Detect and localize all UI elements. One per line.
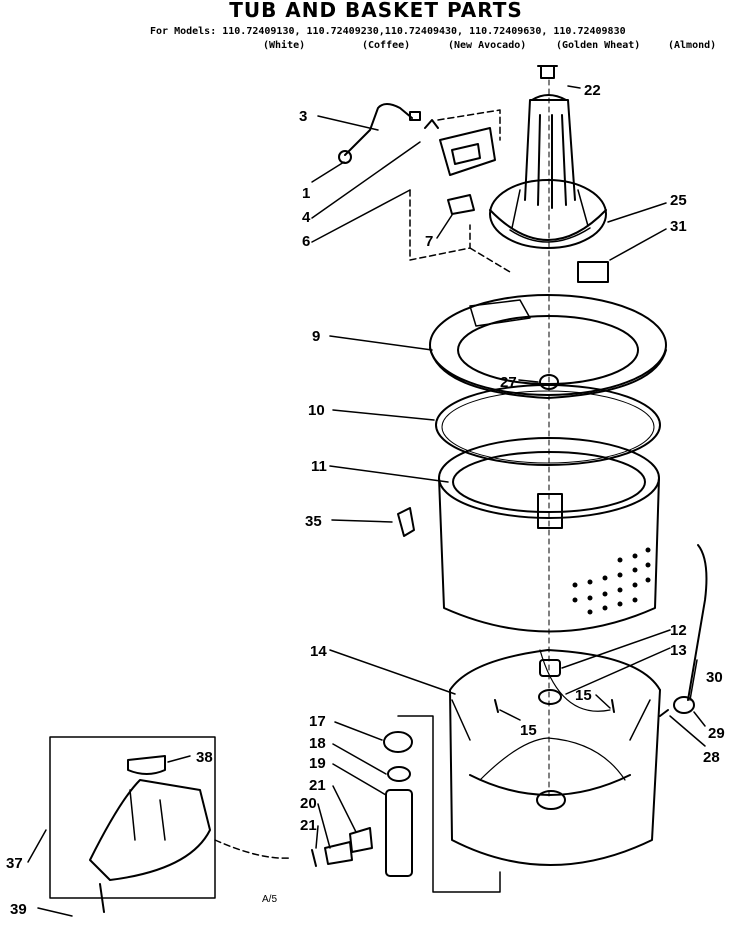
label-21-top: 21 [309,777,326,794]
tub-ring-drawing [429,294,667,399]
part-29-drawing [673,696,695,714]
label-4: 4 [302,209,311,226]
label-38: 38 [196,749,213,766]
basket-drawing [438,437,660,633]
label-9: 9 [312,328,320,345]
color-coffee: (Coffee) [362,40,411,51]
part-13-drawing [538,689,562,705]
label-37: 37 [6,855,23,872]
label-10: 10 [308,402,325,419]
part-labels: 22 3 1 4 6 7 25 31 9 27 10 11 35 12 13 1… [6,82,725,918]
label-15-right: 15 [575,687,592,704]
switch-bracket-drawing [409,109,511,273]
label-39: 39 [10,901,27,918]
label-27: 27 [500,374,517,391]
label-20: 20 [300,795,317,812]
color-new-avocado: (New Avocado) [448,40,527,51]
label-13: 13 [670,642,687,659]
hose-30-drawing [687,544,708,701]
label-17: 17 [309,713,326,730]
color-white: (White) [263,40,306,51]
label-29: 29 [708,725,725,742]
clip-35-drawing [397,507,415,537]
diagram-title-block: TUB AND BASKET PARTS [0,0,752,20]
hose-and-clip-drawing [338,103,439,164]
label-14: 14 [310,643,327,660]
label-35: 35 [305,513,322,530]
label-31: 31 [670,218,687,235]
label-25: 25 [670,192,687,209]
label-18: 18 [309,735,326,752]
part-31-drawing [577,261,609,283]
outer-tub-drawing [449,649,661,866]
agitator-drawing [489,94,607,249]
color-golden-wheat: (Golden Wheat) [556,40,641,51]
part-28-drawing [659,709,669,717]
pump-drawing [49,736,291,913]
label-15-left: 15 [520,722,537,739]
label-19: 19 [309,755,326,772]
diagram-title: TUB AND BASKET PARTS [229,0,523,22]
agitator-cap-drawing [537,65,558,79]
screws-15-drawing [494,699,615,713]
leader-lines [27,85,706,917]
color-legend: (White) (Coffee) (New Avocado) (Golden W… [0,40,752,54]
gasket-drawing [435,384,661,466]
label-6: 6 [302,233,310,250]
label-30: 30 [706,669,723,686]
models-line: For Models: 110.72409130, 110.72409230,1… [150,26,626,37]
label-11: 11 [311,458,327,475]
part-27-drawing [539,374,559,390]
part-12-drawing [539,659,561,677]
footer-mark: A/5 [262,894,277,905]
label-3: 3 [299,108,307,125]
label-21-bottom: 21 [300,817,317,834]
label-22: 22 [584,82,601,99]
connector-assembly-drawing [311,715,501,893]
label-12: 12 [670,622,687,639]
label-28: 28 [703,749,720,766]
color-almond: (Almond) [668,40,717,51]
basket-holes [572,547,651,615]
label-1: 1 [302,185,310,202]
label-7: 7 [425,233,433,250]
